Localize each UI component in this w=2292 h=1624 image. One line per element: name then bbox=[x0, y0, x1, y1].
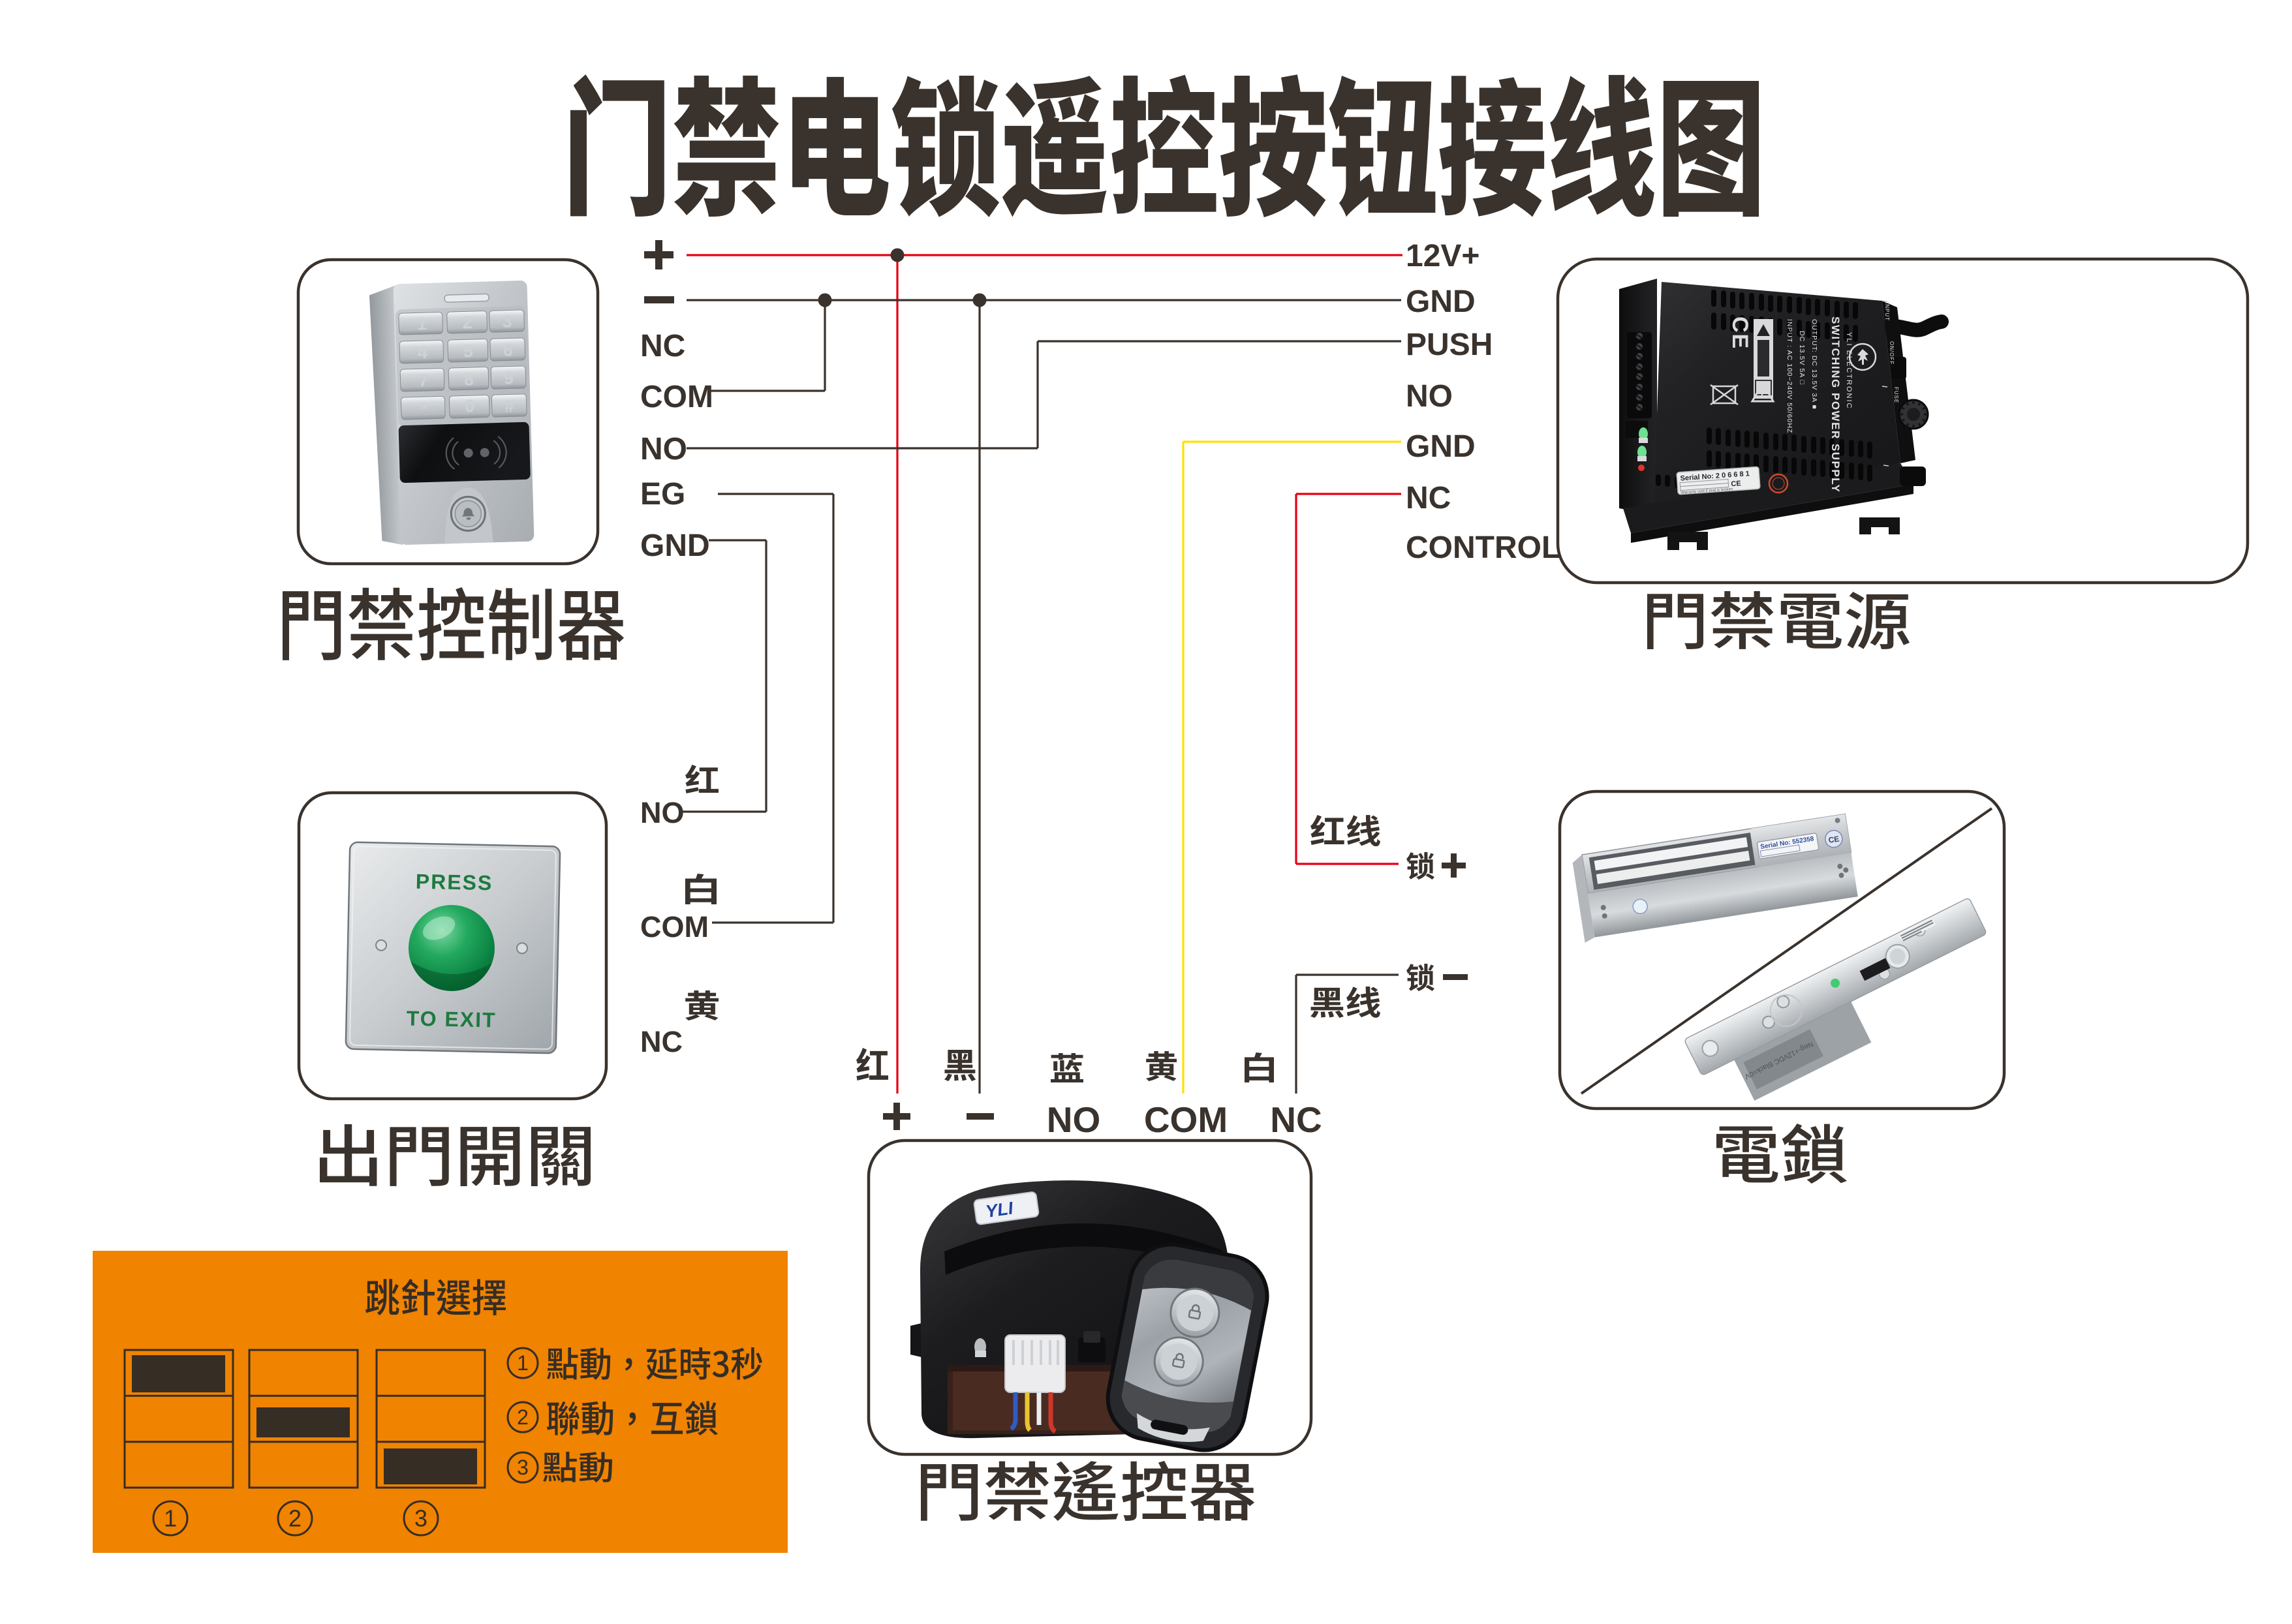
svg-text:Warranty void if seal is broke: Warranty void if seal is broken bbox=[1680, 487, 1733, 495]
svg-text:2: 2 bbox=[288, 1505, 302, 1531]
svg-text:YLI ELECTRONIC: YLI ELECTRONIC bbox=[1845, 332, 1853, 409]
svg-text:CE: CE bbox=[1731, 480, 1741, 488]
svg-text:PRESS: PRESS bbox=[415, 870, 493, 895]
svg-text:NO: NO bbox=[640, 796, 685, 829]
svg-text:COM: COM bbox=[640, 380, 713, 414]
svg-text:12V+: 12V+ bbox=[1406, 239, 1479, 273]
svg-text:INPUT : AC 100~240V 50/60HZ: INPUT : AC 100~240V 50/60HZ bbox=[1786, 319, 1793, 433]
svg-text:NC: NC bbox=[640, 1025, 683, 1058]
svg-text:COM: COM bbox=[1144, 1099, 1228, 1140]
svg-text:6: 6 bbox=[503, 340, 513, 360]
svg-text:0: 0 bbox=[465, 396, 475, 416]
svg-text:9: 9 bbox=[504, 368, 514, 388]
svg-text:1: 1 bbox=[517, 1351, 529, 1375]
svg-text:OUTPUT: DC 13.5V 3A ■: OUTPUT: DC 13.5V 3A ■ bbox=[1810, 319, 1818, 410]
svg-text:GND: GND bbox=[1406, 284, 1476, 319]
svg-text:5: 5 bbox=[463, 341, 473, 361]
svg-text:2: 2 bbox=[462, 313, 472, 332]
svg-text:SWITCHING POWER SUPPLY: SWITCHING POWER SUPPLY bbox=[1829, 316, 1842, 493]
svg-text:3: 3 bbox=[517, 1456, 529, 1479]
svg-text:7: 7 bbox=[418, 371, 429, 390]
svg-text:INPUT: INPUT bbox=[1884, 302, 1890, 321]
svg-text:NO: NO bbox=[1406, 379, 1453, 414]
svg-text:ON/OFF: ON/OFF bbox=[1889, 341, 1895, 365]
svg-text:GND: GND bbox=[1406, 429, 1476, 464]
svg-text:FUSE: FUSE bbox=[1893, 387, 1899, 403]
svg-text:NC: NC bbox=[640, 329, 685, 363]
svg-text:1: 1 bbox=[416, 314, 427, 333]
svg-text:8: 8 bbox=[464, 369, 474, 389]
svg-text:YLI: YLI bbox=[984, 1198, 1014, 1221]
svg-text:4: 4 bbox=[417, 343, 427, 362]
svg-text:DC 13.5V 5A □: DC 13.5V 5A □ bbox=[1798, 331, 1806, 385]
svg-text:1: 1 bbox=[164, 1505, 177, 1531]
svg-text:TO EXIT: TO EXIT bbox=[406, 1007, 497, 1032]
svg-text:NC: NC bbox=[1270, 1099, 1322, 1140]
svg-text:CONTROL: CONTROL bbox=[1406, 530, 1560, 565]
svg-text:PUSH: PUSH bbox=[1406, 328, 1493, 362]
svg-text:COM: COM bbox=[640, 910, 709, 943]
svg-text:#: # bbox=[504, 396, 515, 416]
svg-text:NO: NO bbox=[640, 432, 687, 467]
svg-text:CE: CE bbox=[1727, 316, 1752, 350]
svg-text:*: * bbox=[420, 399, 428, 419]
svg-text:CE: CE bbox=[1828, 834, 1840, 844]
svg-text:EG: EG bbox=[640, 477, 685, 512]
svg-text:3: 3 bbox=[414, 1505, 427, 1531]
svg-text:!: ! bbox=[1760, 388, 1764, 401]
svg-text:3: 3 bbox=[502, 311, 512, 331]
svg-text:NC: NC bbox=[1406, 481, 1451, 515]
svg-text:NO: NO bbox=[1047, 1099, 1101, 1140]
svg-text:2: 2 bbox=[517, 1405, 529, 1429]
svg-text:GND: GND bbox=[640, 529, 710, 563]
